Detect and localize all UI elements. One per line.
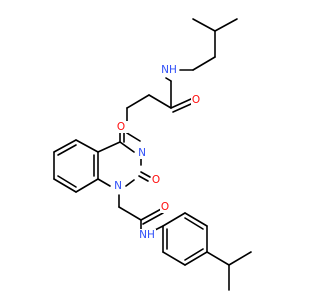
benzo-ring (53, 139, 99, 193)
ring-oxygen-c4-label: O (117, 121, 125, 133)
atom-labels: NH O O N O N O NH (112, 64, 200, 241)
isopentyl-chain (179, 18, 238, 71)
acetamide-linker (118, 194, 164, 234)
carbonyl-oxygen-top-label: O (192, 94, 200, 106)
carbonyl-oxygen-bottom-label: O (161, 201, 169, 213)
isopropylphenyl-ring (162, 212, 252, 291)
top-amide-bonds (165, 77, 192, 113)
molecule-structure-diagram: NH O O N O N O NH (53, 18, 252, 291)
ring-nitrogen-n1-label: N (114, 180, 122, 192)
amide-nh-top-label: NH (161, 64, 177, 76)
amide-nh-bottom-label: NH (139, 229, 155, 241)
pentanoyl-chain (126, 94, 172, 142)
ring-oxygen-c2-label: O (152, 174, 160, 186)
ring-nitrogen-n3-label: N (138, 147, 146, 159)
